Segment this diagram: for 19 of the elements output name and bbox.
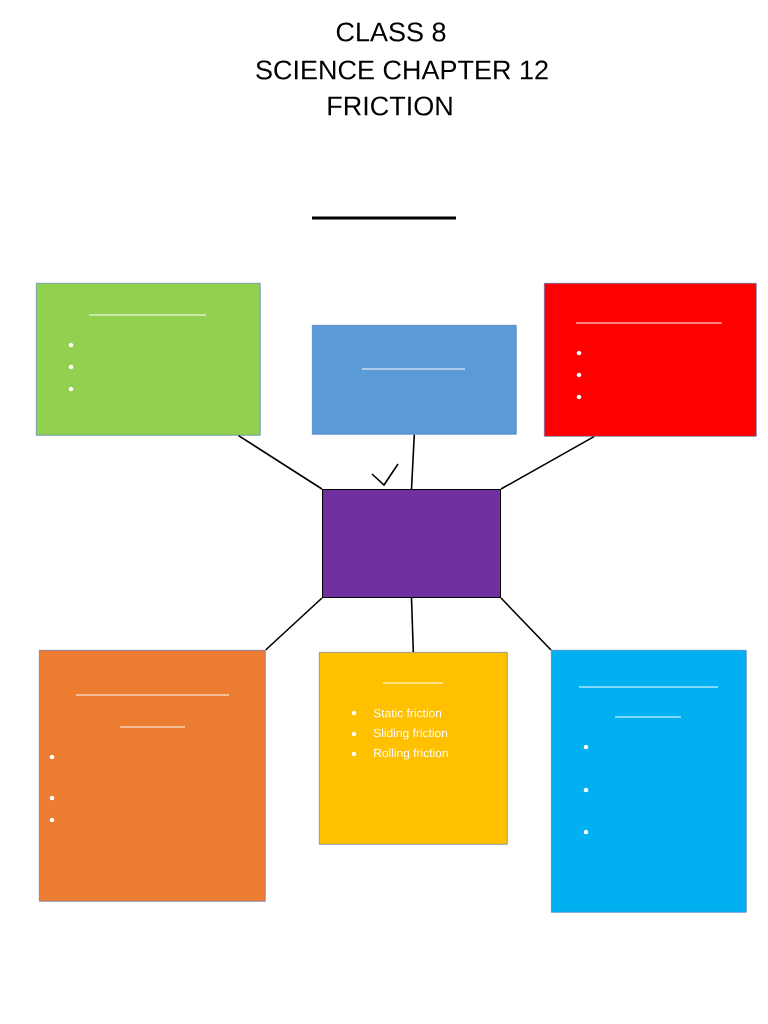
colored-box <box>319 652 508 845</box>
colored-box <box>544 283 757 437</box>
list-item: Sliding friction <box>373 728 448 740</box>
connector-line <box>410 597 415 653</box>
connector-line <box>264 597 323 651</box>
colored-box <box>36 283 261 436</box>
colored-box <box>322 489 501 598</box>
connector-line <box>500 435 595 490</box>
colored-box <box>551 650 747 913</box>
colored-box <box>312 325 517 435</box>
title: CLASS 8 <box>336 22 446 42</box>
list-item: Rolling friction <box>374 748 448 760</box>
connector-line <box>410 433 416 490</box>
colored-box <box>39 650 266 902</box>
connector-line <box>500 597 552 651</box>
title-line: SCIENCE CHAPTER 12 <box>256 60 548 80</box>
title-line: FRICTION <box>328 96 452 116</box>
connector-line <box>237 434 323 490</box>
list-item: Static friction <box>373 708 442 718</box>
